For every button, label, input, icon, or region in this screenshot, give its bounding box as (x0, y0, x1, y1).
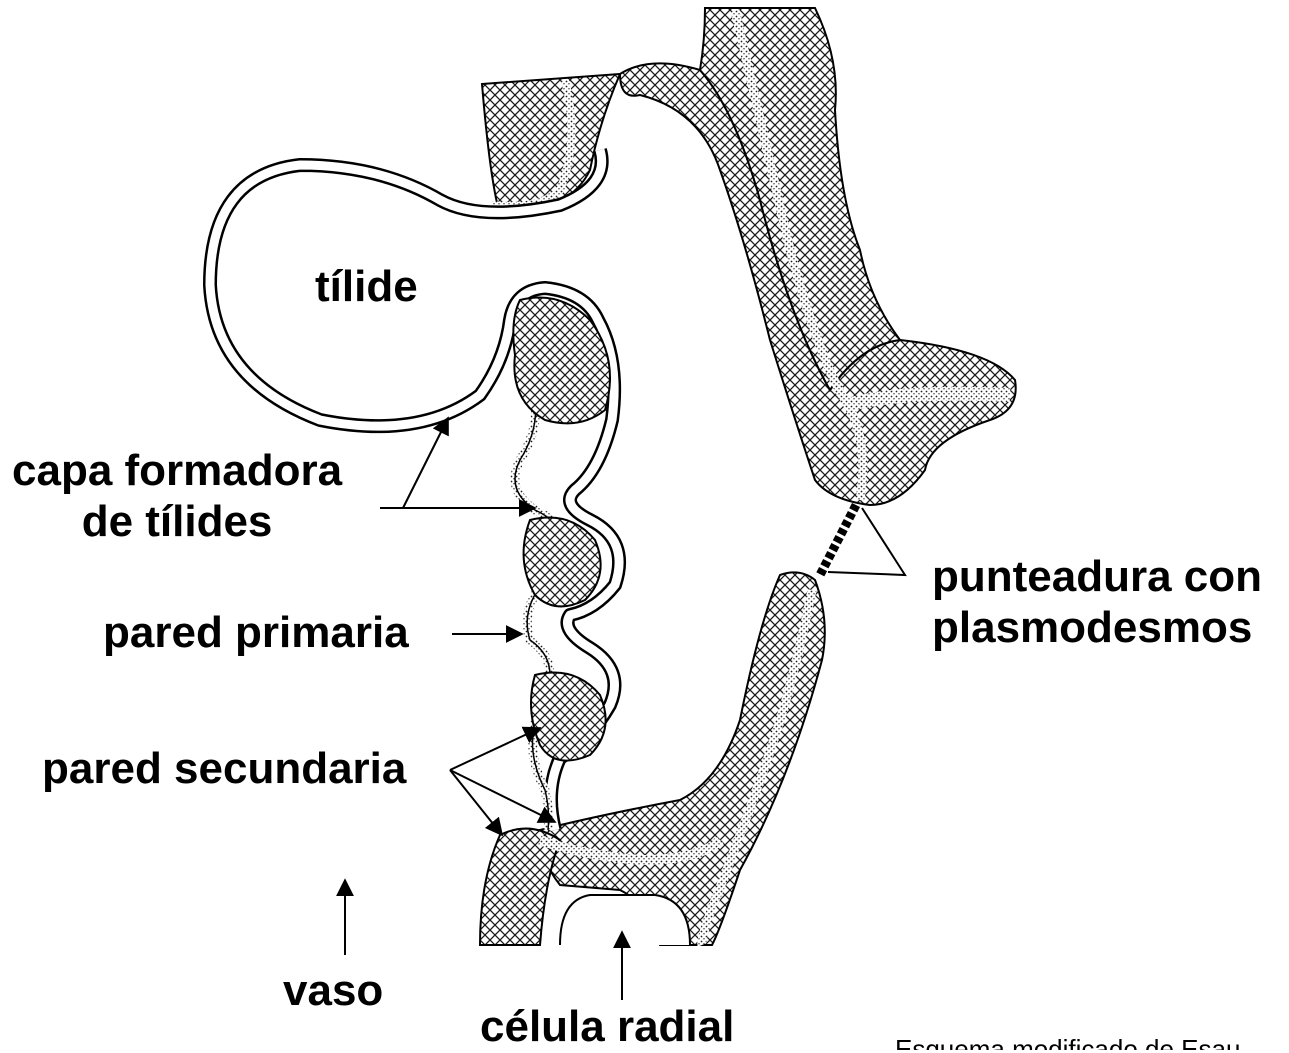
label-capa-formadora: capa formadora de tílides (12, 446, 342, 547)
label-punteadura-line2: plasmodesmos (932, 603, 1262, 654)
label-tilide: tílide (315, 262, 418, 313)
secundaria-arrow-3 (450, 770, 502, 835)
label-pared-secundaria: pared secundaria (42, 744, 406, 795)
label-pared-primaria: pared primaria (103, 608, 409, 659)
label-capa-line2: de tílides (12, 497, 342, 548)
secundaria-arrow-1 (450, 728, 540, 770)
pit-membrane (820, 505, 856, 575)
secondary-wall-lobe-3 (531, 673, 606, 761)
label-vaso: vaso (283, 966, 383, 1017)
label-capa-line1: capa formadora (12, 446, 342, 497)
capa-arrow-up (403, 418, 448, 508)
label-celula-radial: célula radial (480, 1002, 734, 1053)
secondary-wall-lobe-2 (524, 518, 601, 607)
label-punteadura-line1: punteadura con (932, 552, 1262, 603)
label-punteadura: punteadura con plasmodesmos (932, 552, 1262, 653)
credit-text: Esquema modificado de Esau (895, 1034, 1285, 1050)
radial-cell-outline (560, 895, 690, 945)
